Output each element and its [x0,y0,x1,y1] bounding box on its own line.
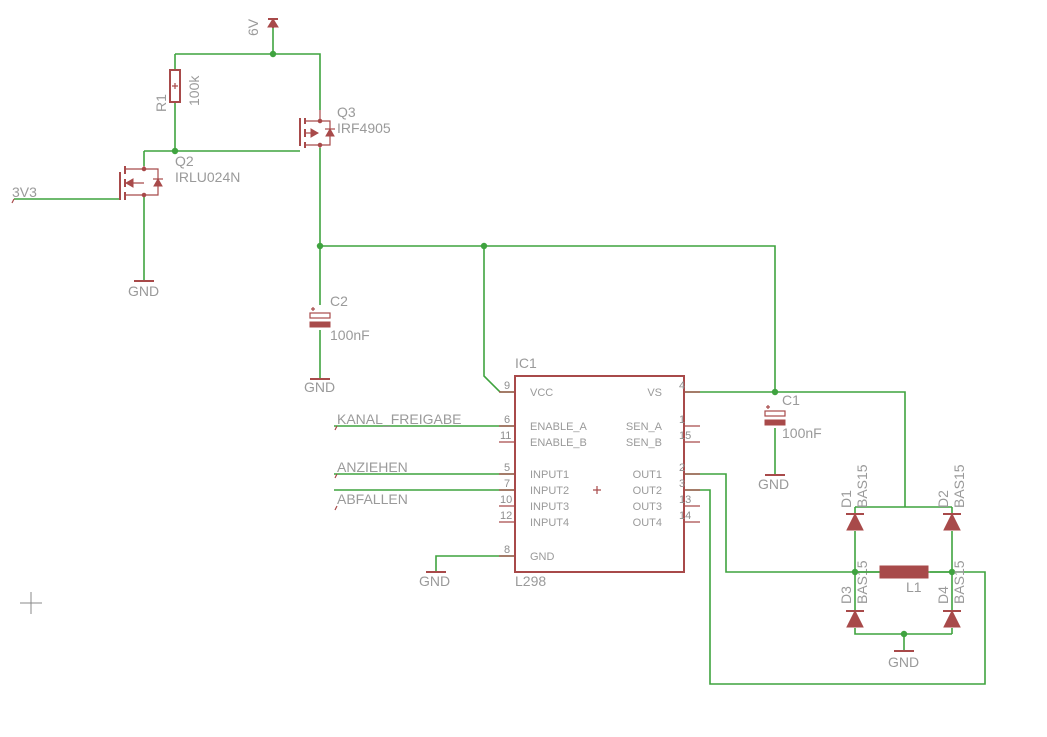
pin-number-6: 6 [504,414,510,426]
r1-value: 100k [186,75,202,106]
pin-name-sen-b: SEN_B [626,437,662,449]
q2-name: Q2 [175,153,194,169]
d1-value: BAS15 [854,464,870,508]
pin-number-7: 7 [504,478,510,490]
pin-name-enable-b: ENABLE_B [530,437,587,449]
ic1-l298 [499,375,700,573]
pin-name-input2: INPUT2 [530,485,569,497]
gnd-label-bridge: GND [888,654,919,670]
capacitor-c1 [764,405,786,426]
d4-value: BAS15 [951,560,967,604]
q2-value: IRLU024N [175,169,240,185]
pin-number-3: 3 [679,478,685,490]
d4-name: D4 [935,586,951,604]
junctions [171,50,956,638]
ic1-value: L298 [515,573,546,589]
pin-number-14: 14 [679,510,691,522]
c1-name: C1 [782,392,800,408]
inductor-l1 [855,565,952,579]
diode-d4 [943,609,961,628]
pin-number-9: 9 [504,380,510,392]
l1-name: L1 [906,579,922,595]
pin-name-out3: OUT3 [633,501,662,513]
pin-name-out2: OUT2 [633,485,662,497]
net-label-anziehen: ANZIEHEN [337,459,408,475]
d3-name: D3 [838,586,854,604]
c2-value: 100nF [330,327,370,343]
q3-value: IRF4905 [337,120,391,136]
c2-name: C2 [330,293,348,309]
pin-name-input4: INPUT4 [530,517,569,529]
input-3v3-label: 3V3 [12,184,37,200]
resistor-r1 [169,69,181,103]
pin-name-gnd: GND [530,551,555,563]
supply-6v-icon [267,18,279,28]
pin-name-vcc: VCC [530,387,553,399]
gnd-label-ic: GND [419,573,450,589]
pin-name-vs: VS [647,387,662,399]
pin-number-15: 15 [679,430,691,442]
gnd-label-c2: GND [304,379,335,395]
net-label-kanal-freigabe: KANAL_FREIGABE [337,411,462,427]
wires [14,28,986,685]
d2-name: D2 [935,490,951,508]
diode-d2 [943,512,961,531]
pin-number-13: 13 [679,494,691,506]
origin-cross-icon [20,592,42,614]
pin-number-5: 5 [504,462,510,474]
pin-name-enable-a: ENABLE_A [530,421,588,433]
gnd-label-c1: GND [758,476,789,492]
pin-name-input3: INPUT3 [530,501,569,513]
pin-number-2: 2 [679,462,685,474]
pin-name-out1: OUT1 [633,469,662,481]
capacitor-c2 [309,307,331,328]
d1-name: D1 [838,490,854,508]
pin-name-out4: OUT4 [633,517,662,529]
d3-value: BAS15 [854,560,870,604]
diode-d1 [846,512,864,531]
pin-name-sen-a: SEN_A [626,421,663,433]
d2-value: BAS15 [951,464,967,508]
diode-d3 [846,609,864,628]
net-label-abfallen: ABFALLEN [337,491,408,507]
supply-label: 6V [245,18,261,36]
q3-name: Q3 [337,104,356,120]
gnd-label-q2: GND [128,283,159,299]
mosfet-q2 [119,166,163,200]
pin-name-input1: INPUT1 [530,469,569,481]
pin-number-1: 1 [679,414,685,426]
pin-number-11: 11 [500,430,511,442]
pin-number-12: 12 [500,510,512,522]
mosfet-q3 [299,110,335,148]
ic1-name: IC1 [515,355,537,371]
pin-number-8: 8 [504,544,510,556]
pin-number-10: 10 [500,494,512,506]
pin-number-4: 4 [679,380,685,392]
r1-name: R1 [153,94,169,112]
c1-value: 100nF [782,425,822,441]
